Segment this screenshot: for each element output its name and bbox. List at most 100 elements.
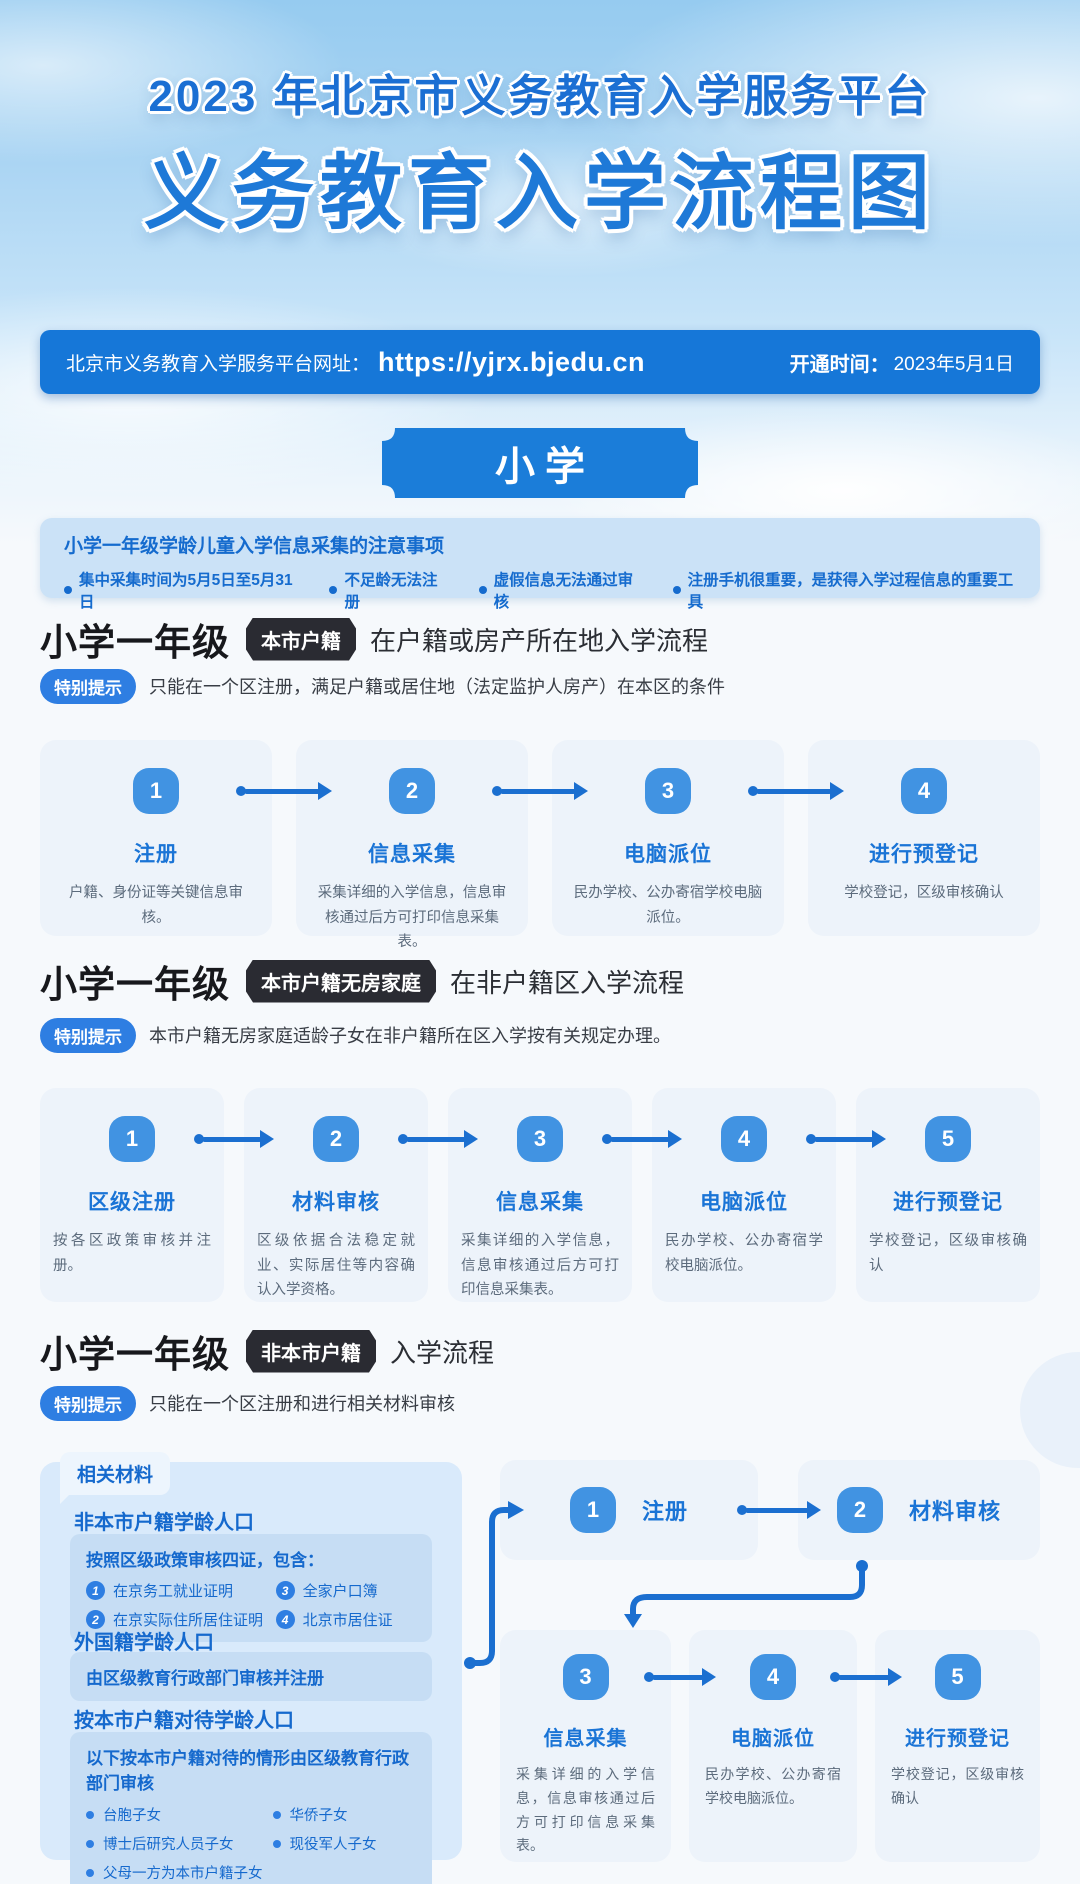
step-number: 2 [313, 1116, 359, 1162]
notice-box: 小学一年级学龄儿童入学信息采集的注意事项 集中采集时间为5月5日至5月31日 不… [40, 518, 1040, 611]
cert-text: 在京实际住所居住证明 [113, 1612, 264, 1629]
step-title: 电脑派位 [731, 1728, 815, 1750]
step-card: 2 材料审核 区级依据合法稳定就业、实际居住等内容确认入学资格。 [244, 1088, 428, 1302]
open-time-label: 开通时间： [789, 353, 890, 376]
step-desc: 采集详细的入学信息，信息审核通过后方可打印信息采集表。 [516, 1766, 655, 1854]
section3-title: 小学一年级 [40, 1334, 230, 1375]
section3-badge: 非本市户籍 [246, 1330, 376, 1373]
materials-heading: 按本市户籍对待学龄人口 [74, 1710, 294, 1732]
step-title: 注册 [134, 843, 178, 866]
step-number: 2 [836, 1487, 883, 1533]
section1-tip: 特别提示 只能在一个区注册，满足户籍或居住地（法定监护人房产）在本区的条件 [40, 668, 725, 704]
level-banner-primary-school[interactable]: 小学 [382, 428, 698, 498]
list-item: 父母一方为本市户籍子女 [86, 1862, 416, 1883]
section1-header: 小学一年级 本市户籍 在户籍或房产所在地入学流程 [40, 616, 708, 663]
step-number: 1 [133, 768, 179, 814]
level-banner-label: 小学 [495, 445, 595, 489]
plaque-shape [382, 428, 698, 498]
step-number: 5 [925, 1116, 971, 1162]
section2-suffix: 在非户籍区入学流程 [450, 967, 685, 998]
decorative-circle [1020, 1352, 1080, 1468]
cert-text: 北京市居住证 [302, 1612, 393, 1629]
step-card: 4 进行预登记 学校登记，区级审核确认 [808, 740, 1040, 936]
step-card: 4 电脑派位 民办学校、公办寄宿学校电脑派位。 [689, 1630, 857, 1862]
step-title: 进行预登记 [905, 1728, 1010, 1750]
cert-text: 全家户口簿 [302, 1583, 378, 1600]
bullet-dot [64, 586, 72, 594]
step-number: 4 [901, 768, 947, 814]
section1-title: 小学一年级 [40, 622, 230, 663]
list-item-text: 台胞子女 [103, 1808, 161, 1824]
step-card: 4 电脑派位 民办学校、公办寄宿学校电脑派位。 [652, 1088, 836, 1302]
flow-arrow-icon [194, 1130, 274, 1148]
step-desc: 民办学校、公办寄宿学校电脑派位。 [573, 885, 763, 926]
list-item-text: 父母一方为本市户籍子女 [103, 1866, 263, 1882]
notice-item-text: 集中采集时间为5月5日至5月31日 [79, 572, 293, 611]
step-title: 信息采集 [543, 1728, 628, 1750]
step-number: 5 [934, 1654, 981, 1700]
cert-item: 4 北京市居住证 [275, 1609, 416, 1630]
section2-badge: 本市户籍无房家庭 [246, 960, 436, 1003]
list-item-text: 博士后研究人员子女 [103, 1837, 234, 1853]
step-desc: 采集详细的入学信息，信息审核通过后方可打印信息采集表。 [317, 885, 507, 951]
step-desc: 采集详细的入学信息，信息审核通过后方可打印信息采集表。 [461, 1233, 619, 1299]
bullet-dot [86, 1839, 94, 1848]
tip-badge: 特别提示 [40, 668, 136, 704]
list-item-text: 现役军人子女 [289, 1837, 377, 1853]
notice-item: 不足龄无法注册 [329, 568, 448, 612]
url-bar: 北京市义务教育入学服务平台网址： https://yjrx.bjedu.cn 开… [40, 330, 1040, 394]
step-title: 进行预登记 [893, 1191, 1003, 1214]
notice-item-text: 不足龄无法注册 [344, 572, 438, 611]
list-item: 台胞子女 [86, 1804, 273, 1825]
notice-item: 虚假信息无法通过审核 [478, 568, 643, 612]
tip-badge: 特别提示 [40, 1017, 136, 1053]
step-title: 信息采集 [368, 843, 456, 866]
section2-tip: 特别提示 本市户籍无房家庭适龄子女在非户籍所在区入学按有关规定办理。 [40, 1017, 671, 1053]
step-card: 1 注册 户籍、身份证等关键信息审核。 [40, 740, 272, 936]
tip-text: 本市户籍无房家庭适龄子女在非户籍所在区入学按有关规定办理。 [149, 1026, 671, 1046]
step-number: 3 [645, 768, 691, 814]
step-number: 1 [569, 1487, 616, 1533]
section1-flow: 1 注册 户籍、身份证等关键信息审核。 2 信息采集 采集详细的入学信息，信息审… [40, 740, 1040, 950]
section3-suffix: 入学流程 [390, 1337, 495, 1368]
step-number: 2 [389, 768, 435, 814]
step-number: 3 [562, 1654, 609, 1700]
number-badge: 4 [275, 1610, 295, 1629]
flow-arrow-icon [602, 1130, 682, 1148]
tip-text: 只能在一个区注册，满足户籍或居住地（法定监护人房产）在本区的条件 [149, 677, 725, 697]
step-desc: 学校登记，区级审核确认 [869, 1233, 1027, 1274]
bullet-dot [329, 586, 338, 594]
open-time-value: 2023年5月1日 [893, 353, 1014, 375]
materials-heading: 非本市户籍学龄人口 [74, 1512, 254, 1534]
flow-arrow-icon [398, 1130, 478, 1148]
list-item-text: 华侨子女 [289, 1808, 348, 1824]
step-card: 3 信息采集 采集详细的入学信息，信息审核通过后方可打印信息采集表。 [448, 1088, 632, 1302]
flow-arrow-icon [236, 782, 332, 800]
step-title: 电脑派位 [624, 843, 712, 866]
step-card: 3 信息采集 采集详细的入学信息，信息审核通过后方可打印信息采集表。 [500, 1630, 671, 1862]
section3-header: 小学一年级 非本市户籍 入学流程 [40, 1328, 495, 1375]
platform-url[interactable]: https://yjrx.bjedu.cn [378, 346, 646, 377]
step-desc: 按各区政策审核并注册。 [53, 1233, 211, 1274]
list-item: 华侨子女 [272, 1804, 416, 1825]
notice-item-text: 注册手机很重要，是获得入学过程信息的重要工具 [687, 572, 1014, 611]
tip-text: 只能在一个区注册和进行相关材料审核 [149, 1394, 455, 1414]
section3-tip: 特别提示 只能在一个区注册和进行相关材料审核 [40, 1385, 455, 1421]
step-card: 5 进行预登记 学校登记，区级审核确认 [875, 1630, 1040, 1862]
notice-item: 集中采集时间为5月5日至5月31日 [64, 568, 299, 612]
flow-arrow-icon [737, 1501, 821, 1519]
flow-arrow-icon [748, 782, 844, 800]
step-title: 材料审核 [292, 1191, 380, 1214]
cert-text: 在京务工就业证明 [113, 1583, 234, 1600]
platform-title: 2023 年北京市义务教育入学服务平台 [148, 72, 932, 121]
step-title: 电脑派位 [700, 1191, 788, 1214]
step-card: 2 信息采集 采集详细的入学信息，信息审核通过后方可打印信息采集表。 [296, 740, 528, 950]
notice-item-text: 虚假信息无法通过审核 [493, 572, 634, 611]
step-desc: 学校登记，区级审核确认 [891, 1766, 1024, 1806]
open-time: 开通时间： 2023年5月1日 [790, 348, 1014, 377]
step-title: 材料审核 [908, 1499, 1001, 1524]
